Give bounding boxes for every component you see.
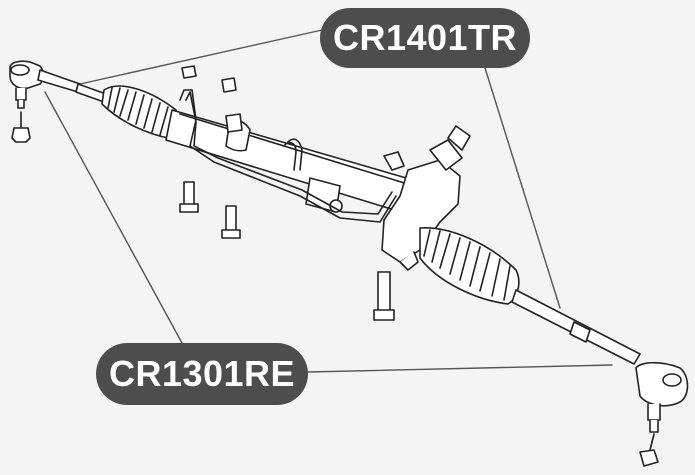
right-bellows-boot — [419, 227, 520, 305]
right-tie-rod — [511, 289, 641, 365]
left-bellows-boot — [101, 85, 179, 139]
right-tie-rod-end — [635, 361, 689, 467]
pinion-valve-body — [381, 125, 471, 271]
left-tie-rod-end — [9, 60, 81, 143]
leader-top-to-right-end — [484, 67, 561, 309]
mounting-nuts — [181, 65, 405, 171]
hydraulic-lines — [179, 89, 397, 223]
leader-bottom-to-right-end — [307, 364, 613, 373]
part-number-badge-bottom: CR1301RE — [96, 343, 308, 405]
leader-bottom-to-left-end — [44, 91, 183, 344]
leader-top-to-left-end — [79, 29, 323, 85]
rack-housing — [165, 109, 421, 217]
part-number-badge-top: CR1401TR — [320, 8, 530, 68]
left-tie-rod — [75, 83, 107, 103]
mounting-bolts — [179, 181, 395, 321]
leader-lines — [44, 29, 613, 373]
